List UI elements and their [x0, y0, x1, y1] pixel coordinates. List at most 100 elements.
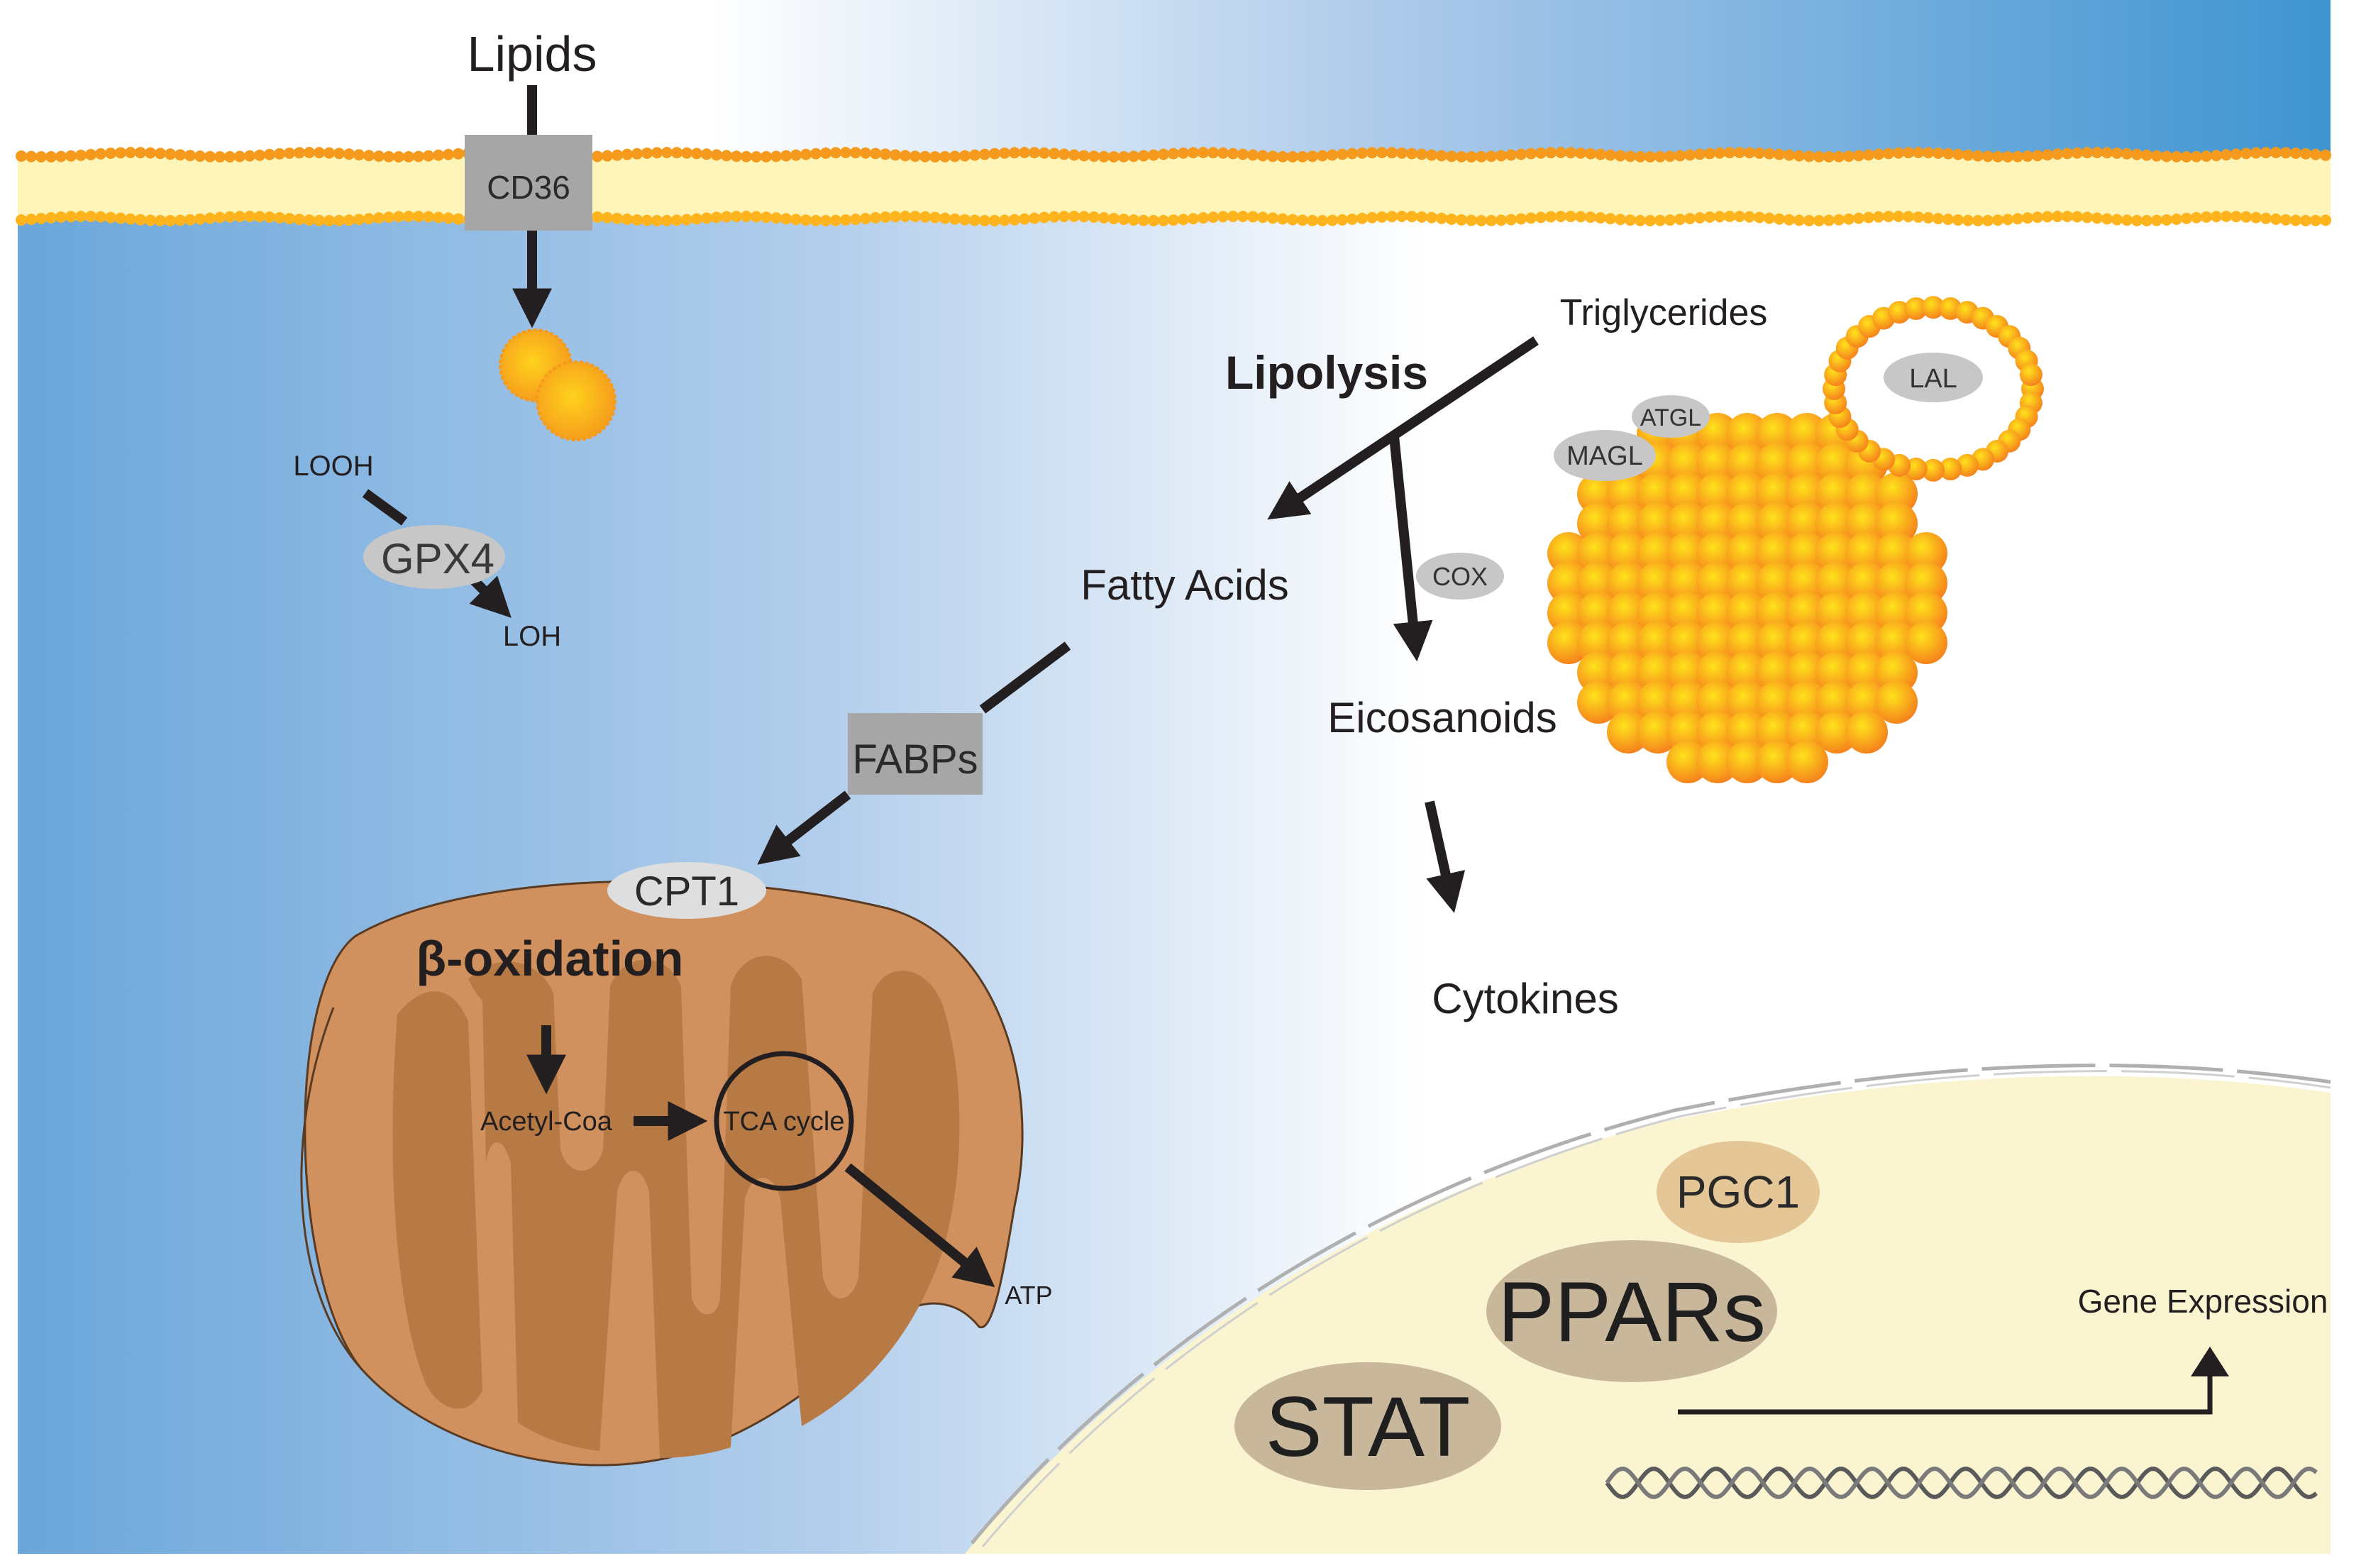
membrane-head	[343, 148, 355, 160]
membrane-head	[234, 150, 245, 162]
membrane-head	[1515, 213, 1527, 225]
cpt1-label: CPT1	[634, 868, 739, 915]
membrane-head	[1525, 212, 1537, 224]
membrane-head	[1217, 147, 1229, 159]
membrane-head	[1118, 150, 1129, 162]
membrane-head	[770, 212, 782, 224]
membrane-head	[1863, 211, 1874, 223]
membrane-head	[631, 148, 643, 160]
membrane-head	[1654, 150, 1666, 162]
membrane-head	[1843, 213, 1854, 225]
membrane-head	[1366, 211, 1378, 223]
droplet-sphere	[1905, 592, 1947, 634]
membrane-head	[780, 213, 792, 225]
membrane-head	[2211, 150, 2222, 162]
membrane-head	[2280, 147, 2292, 159]
membrane-head	[1476, 214, 1487, 226]
membrane-head	[2161, 150, 2172, 162]
triglycerides-to-fatty-acids-arrow	[1267, 336, 1539, 520]
membrane-head	[55, 150, 67, 162]
membrane-head	[641, 214, 653, 226]
membrane-head	[1317, 214, 1328, 226]
droplet-sphere	[1875, 502, 1918, 545]
lipolysis-to-eicosanoids-arrow	[1389, 436, 1433, 662]
membrane-head	[85, 148, 96, 160]
droplet-sphere	[1666, 681, 1709, 724]
droplet-sphere	[1607, 473, 1649, 515]
membrane-head	[443, 212, 454, 224]
droplet-sphere	[1696, 622, 1739, 664]
membrane-head	[949, 213, 961, 225]
membrane-head	[1734, 147, 1745, 159]
membrane-head	[1684, 149, 1696, 161]
membrane-head	[184, 214, 196, 226]
membrane-head	[1625, 150, 1636, 162]
droplet-sphere	[1666, 532, 1709, 575]
membrane-head	[353, 149, 365, 161]
lal-ellipse	[1884, 353, 1983, 402]
droplet-sphere	[1875, 473, 1918, 515]
droplet-sphere	[1756, 413, 1798, 456]
membrane-head	[1098, 211, 1110, 223]
droplet-sphere	[1875, 592, 1918, 634]
membrane-head	[1595, 148, 1606, 160]
loh-label: LOH	[503, 621, 561, 652]
membrane-head	[105, 147, 116, 159]
membrane-head	[741, 211, 752, 223]
membrane-head	[800, 148, 812, 160]
droplet-sphere	[1696, 711, 1739, 753]
droplet-sphere	[1547, 622, 1590, 664]
droplet-sphere	[1845, 651, 1888, 694]
membrane-head	[294, 147, 305, 159]
membrane-head	[1575, 147, 1586, 159]
droplet-sphere	[1875, 622, 1918, 664]
membrane-head	[155, 148, 166, 160]
membrane-head	[661, 147, 673, 159]
membrane-head	[2221, 211, 2232, 223]
membrane-head	[870, 148, 881, 160]
lysosome	[1823, 296, 2044, 482]
droplet-sphere	[1726, 562, 1769, 604]
membrane-head	[2191, 211, 2202, 223]
membrane-head	[1734, 211, 1745, 223]
membrane-head	[959, 150, 971, 162]
droplet-sphere	[1786, 532, 1828, 575]
membrane-head	[1664, 214, 1676, 226]
droplet-sphere	[1875, 562, 1918, 604]
membrane-head	[1078, 150, 1090, 162]
membrane-head	[284, 147, 295, 159]
membrane-head	[2101, 147, 2113, 159]
membrane-head	[1525, 148, 1537, 160]
membrane-head	[224, 150, 236, 162]
membrane-head	[1466, 150, 1477, 162]
membrane-head	[135, 214, 146, 226]
membrane-head	[1088, 211, 1100, 223]
membrane-head	[969, 214, 980, 226]
droplet-sphere	[1666, 473, 1709, 515]
droplet-sphere	[1726, 592, 1769, 634]
membrane-head	[155, 214, 166, 226]
membrane-head	[1962, 214, 1974, 226]
eicosanoids-to-cytokines-arrow	[1425, 800, 1466, 913]
membrane-head	[1863, 149, 1874, 161]
droplet-sphere	[1815, 681, 1858, 724]
droplet-sphere	[1607, 592, 1649, 634]
triglycerides-label: Triglycerides	[1560, 292, 1768, 333]
droplet-sphere	[1905, 562, 1947, 604]
membrane-head	[1287, 150, 1298, 162]
droplet-sphere	[1845, 592, 1888, 634]
membrane-head	[254, 149, 265, 161]
droplet-sphere	[1756, 681, 1798, 724]
membrane-head	[1406, 211, 1417, 223]
droplet-sphere	[1696, 651, 1739, 694]
droplet-sphere	[1815, 622, 1858, 664]
membrane-head	[433, 149, 444, 161]
droplet-sphere	[1756, 443, 1798, 485]
membrane-head	[1148, 214, 1159, 226]
membrane-head	[691, 148, 702, 160]
membrane-head	[1356, 212, 1368, 224]
membrane-head	[1585, 148, 1596, 160]
membrane-head	[1635, 214, 1646, 226]
membrane-head	[204, 150, 216, 162]
droplet-sphere	[1607, 562, 1649, 604]
